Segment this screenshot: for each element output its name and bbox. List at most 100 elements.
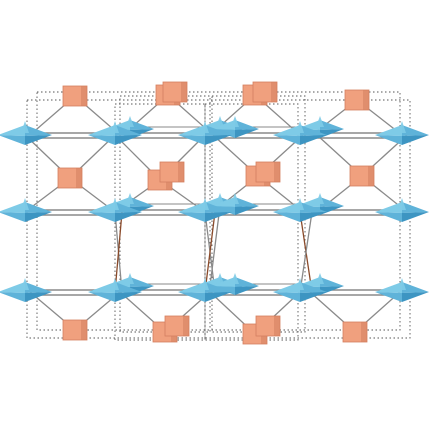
- octahedron-facet: [235, 206, 259, 215]
- octahedron: [88, 278, 142, 302]
- octahedron-facet: [235, 277, 259, 287]
- octahedron-facet: [300, 125, 327, 136]
- octahedron-apex: [398, 198, 406, 210]
- octahedron-facet: [115, 212, 142, 222]
- square-planar-units: [57, 81, 375, 345]
- octahedron-facet: [25, 292, 52, 302]
- octahedron-facet: [273, 212, 300, 222]
- octahedron-facet: [205, 125, 232, 136]
- octahedron-apex: [201, 121, 209, 133]
- octahedron-facet: [205, 135, 232, 145]
- square-side: [271, 82, 277, 102]
- octahedron-facet: [235, 197, 259, 207]
- octahedron-facet: [178, 212, 205, 222]
- bond: [299, 211, 313, 293]
- octahedron-facet: [178, 282, 205, 293]
- octahedron: [273, 121, 327, 145]
- octahedron-apex: [296, 278, 304, 290]
- octahedron-apex: [126, 116, 134, 127]
- octahedron-facet: [0, 135, 25, 145]
- square-side: [178, 162, 184, 182]
- octahedron-facet: [205, 202, 232, 213]
- square-side: [363, 90, 369, 110]
- octahedron-apex: [316, 193, 324, 204]
- bond: [204, 211, 216, 293]
- octahedron-facet: [178, 292, 205, 302]
- square-planar-unit: [162, 81, 188, 103]
- octahedron-facet: [115, 135, 142, 145]
- octahedron-facet: [130, 197, 154, 207]
- octahedron: [0, 198, 52, 222]
- octahedron-facet: [375, 212, 402, 222]
- octahedron-facet: [178, 202, 205, 213]
- octahedron-facet: [115, 282, 142, 293]
- octahedron-facet: [235, 286, 259, 295]
- octahedron: [273, 198, 327, 222]
- octahedron-facet: [205, 282, 232, 293]
- octahedron-facet: [115, 202, 142, 213]
- octahedron-facet: [130, 120, 154, 130]
- octahedron-facet: [273, 135, 300, 145]
- octahedra: [0, 116, 429, 302]
- octahedron-facet: [320, 277, 344, 287]
- square-planar-unit: [342, 321, 368, 343]
- square-side: [76, 168, 82, 188]
- bond: [209, 205, 221, 287]
- octahedron-facet: [375, 202, 402, 213]
- octahedron-facet: [88, 292, 115, 302]
- octahedron-facet: [178, 135, 205, 145]
- octahedron-facet: [25, 212, 52, 222]
- octahedron-apex: [201, 198, 209, 210]
- unit-cell-edge: [26, 99, 411, 339]
- octahedron-facet: [0, 292, 25, 302]
- octahedron-facet: [273, 202, 300, 213]
- octahedron-facet: [0, 282, 25, 293]
- octahedron: [88, 121, 142, 145]
- unit-cell-edge: [36, 91, 401, 331]
- octahedron-apex: [316, 273, 324, 284]
- octahedron-apex: [296, 198, 304, 210]
- octahedron-facet: [211, 120, 235, 130]
- octahedron-apex: [216, 273, 224, 284]
- octahedron-apex: [21, 198, 29, 210]
- octahedron-facet: [88, 212, 115, 222]
- square-planar-unit: [255, 161, 281, 183]
- octahedron-facet: [320, 129, 344, 138]
- bond: [114, 211, 123, 293]
- octahedron-facet: [300, 292, 327, 302]
- octahedron-facet: [375, 282, 402, 293]
- octahedron-facet: [0, 125, 25, 136]
- square-planar-unit: [164, 315, 190, 337]
- octahedron-apex: [21, 121, 29, 133]
- octahedron-apex: [216, 193, 224, 204]
- square-side: [81, 320, 87, 340]
- octahedron-apex: [231, 116, 239, 127]
- octahedron-facet: [88, 125, 115, 136]
- octahedron-facet: [402, 125, 429, 136]
- octahedron: [375, 198, 429, 222]
- square-side: [183, 316, 189, 336]
- octahedron-facet: [320, 197, 344, 207]
- octahedron-apex: [216, 116, 224, 127]
- octahedron: [178, 121, 232, 145]
- octahedron: [273, 278, 327, 302]
- square-side: [368, 166, 374, 186]
- octahedron-facet: [211, 277, 235, 287]
- octahedron-facet: [273, 292, 300, 302]
- octahedron-apex: [296, 121, 304, 133]
- octahedron-facet: [130, 277, 154, 287]
- octahedron-apex: [201, 278, 209, 290]
- octahedron: [0, 278, 52, 302]
- octahedron: [375, 278, 429, 302]
- octahedron-apex: [231, 273, 239, 284]
- octahedron-facet: [300, 135, 327, 145]
- octahedron-facet: [402, 292, 429, 302]
- square-side: [81, 86, 87, 106]
- square-side: [181, 82, 187, 102]
- octahedron-apex: [111, 198, 119, 210]
- octahedron-facet: [273, 125, 300, 136]
- octahedron: [88, 198, 142, 222]
- octahedron-apex: [111, 121, 119, 133]
